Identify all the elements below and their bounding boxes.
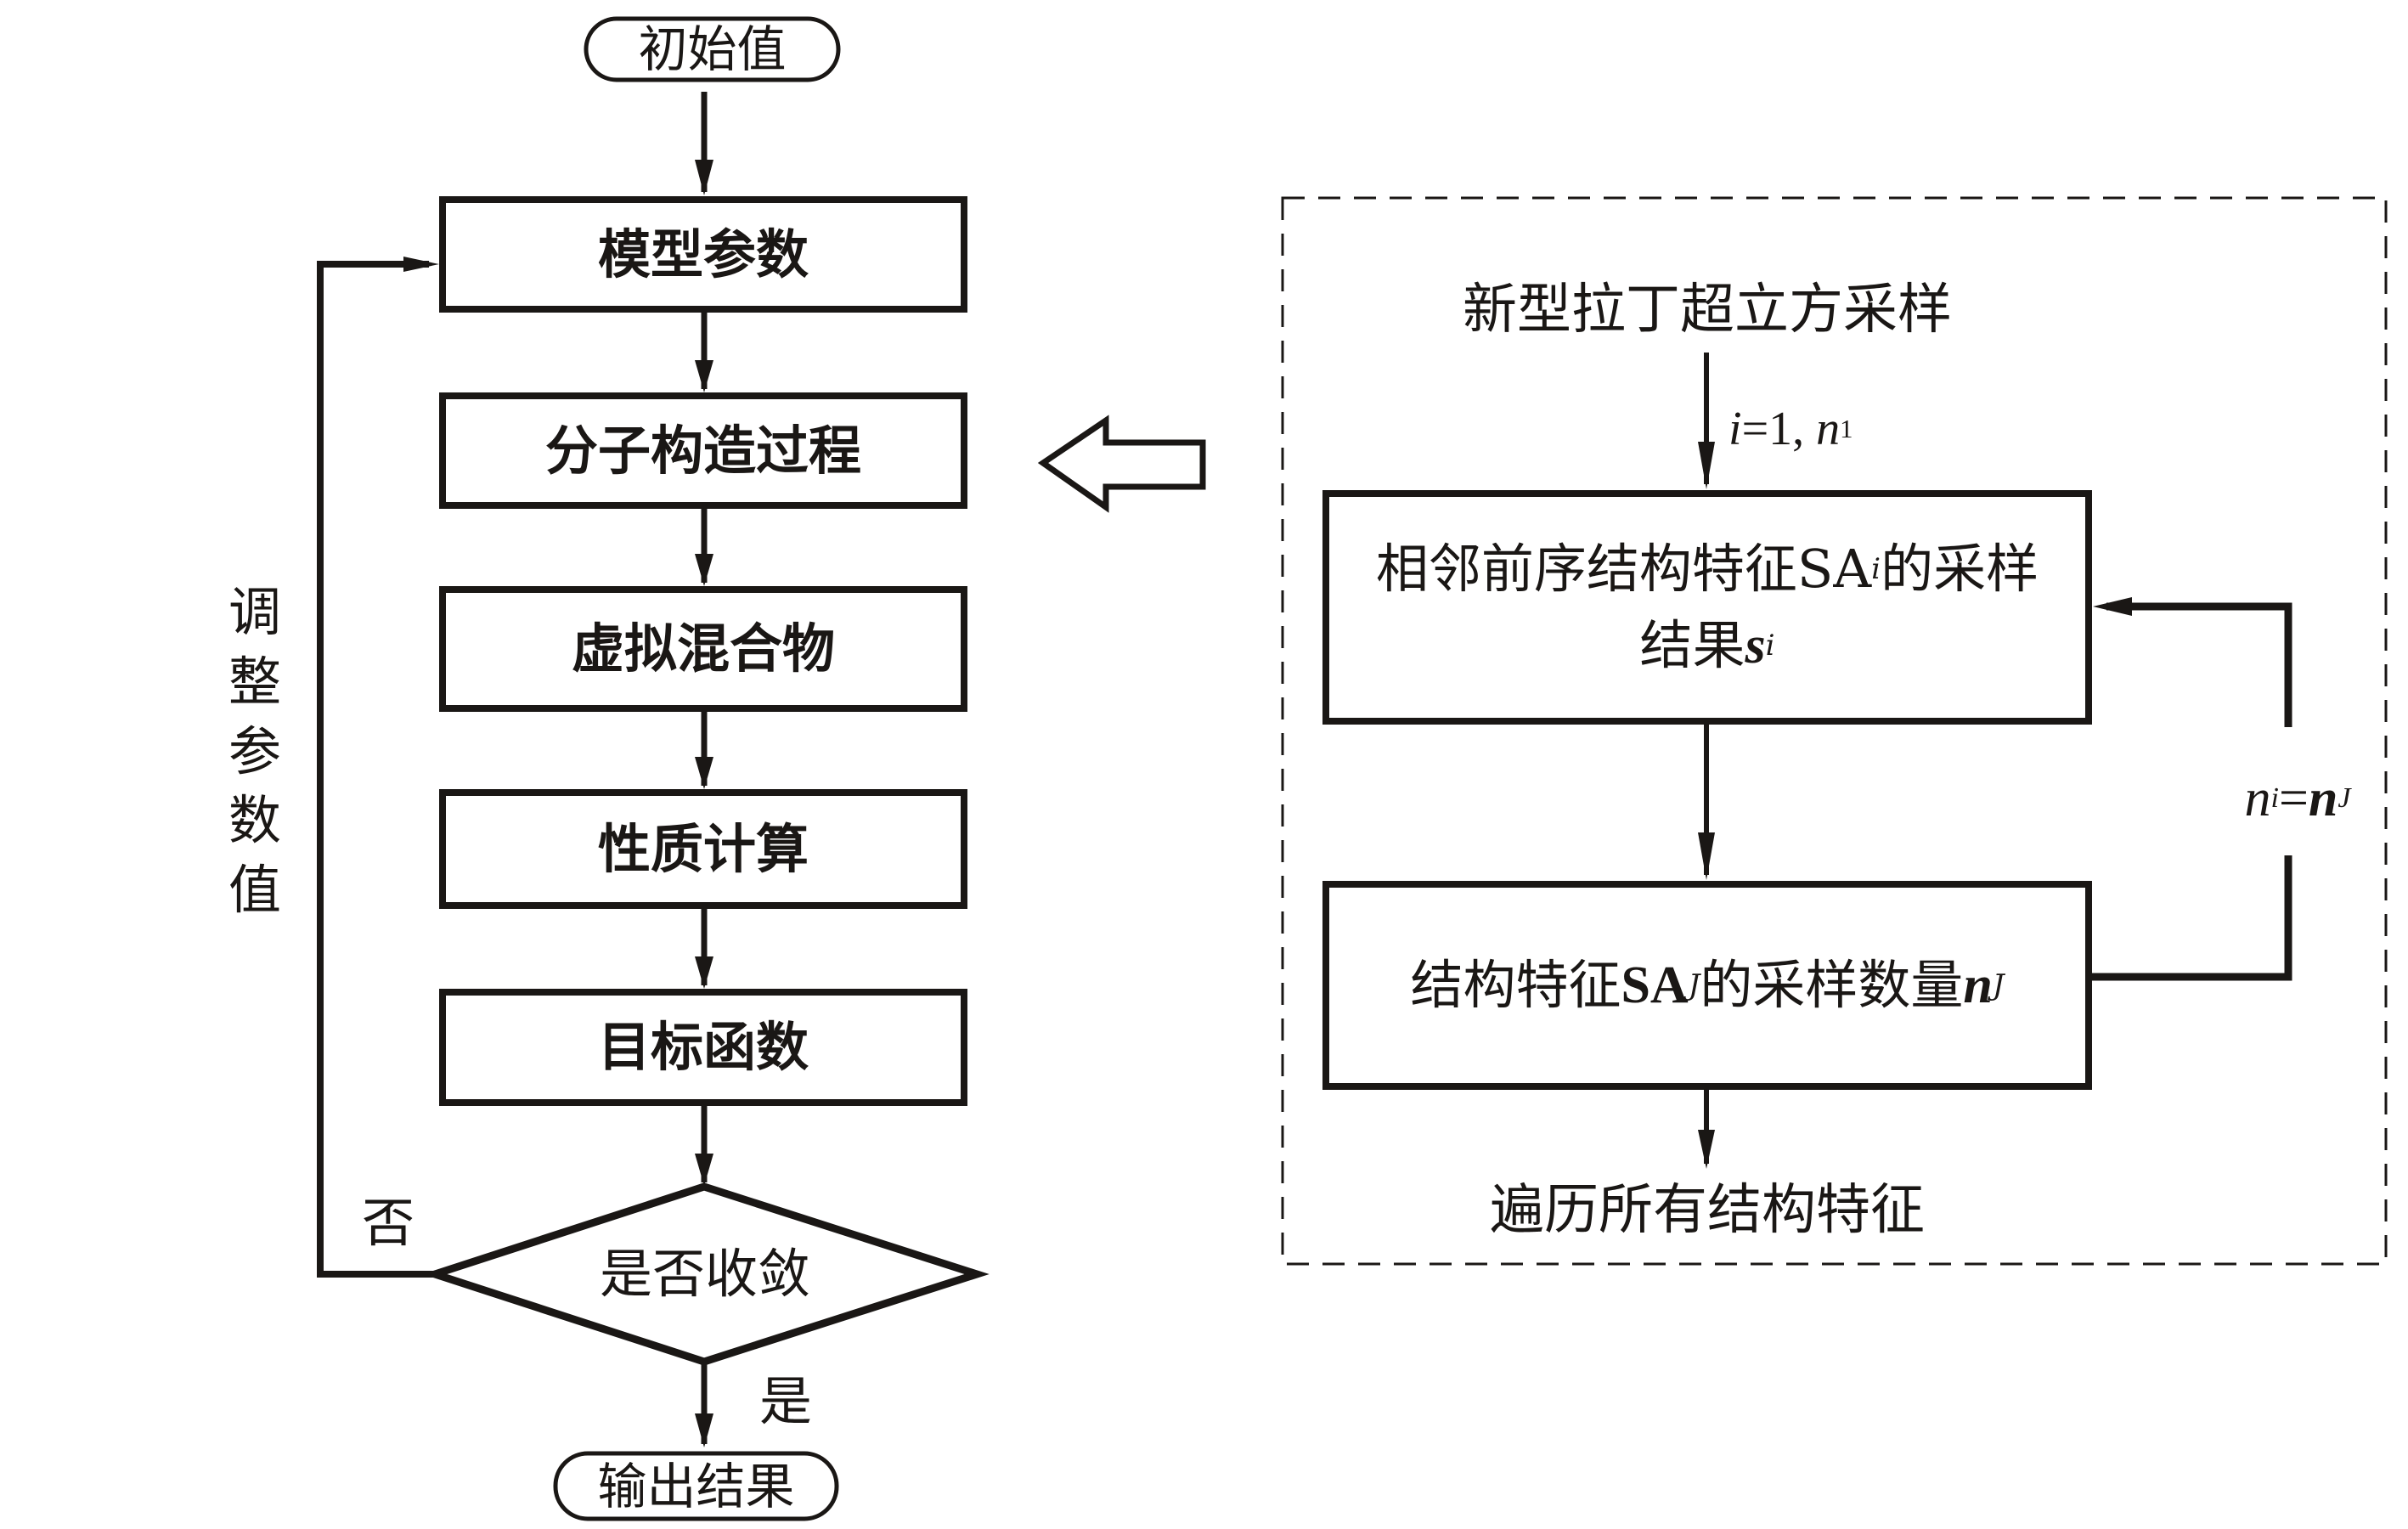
- box1-line1-suffix: 的采样: [1881, 538, 2039, 600]
- box-model-params: [439, 196, 967, 313]
- arrow-box1-box2: [695, 313, 713, 392]
- ni-var: n: [2244, 770, 2271, 827]
- sampling-panel-frame: [1281, 196, 2388, 1266]
- nj-var: n: [2308, 770, 2338, 827]
- start-label: 初始值: [638, 20, 787, 78]
- box2-sa: SA: [1621, 956, 1689, 1014]
- loop-sub-1: 1: [1840, 414, 1853, 443]
- yes-label: 是: [758, 1370, 812, 1432]
- step-label-molecular-construction: 分子构造过程: [544, 419, 861, 482]
- decision-label: 是否收敛: [599, 1243, 810, 1305]
- box1-line1-sub: i: [1871, 551, 1881, 586]
- feedback-char: 数: [228, 789, 281, 852]
- step-label-virtual-mixture: 虚拟混合物: [571, 618, 835, 680]
- box1-line2-sub: i: [1765, 628, 1775, 663]
- arrow-box5-decision: [695, 1106, 713, 1186]
- box2-var-sub: J: [1992, 968, 2005, 1002]
- step-label-objective-function: 目标函数: [597, 1016, 809, 1078]
- box-virtual-mixture: [439, 586, 967, 712]
- box-objective-function: [439, 989, 967, 1106]
- box2-var: n: [1963, 956, 1993, 1014]
- ni-eq: =: [2278, 770, 2309, 827]
- box-molecular-construction: [439, 392, 967, 509]
- ni-sub: i: [2270, 781, 2279, 814]
- decision-converged: [422, 1182, 990, 1366]
- loop-var-i: i: [1728, 403, 1742, 455]
- nj-sub: J: [2338, 781, 2351, 814]
- feedback-char: 值: [228, 859, 281, 922]
- loop-var-n: n: [1816, 403, 1841, 455]
- feedback-loop-ni-nj: [2092, 597, 2292, 981]
- end-label: 输出结果: [597, 1457, 795, 1515]
- arrow-box3-box4: [695, 712, 713, 789]
- feedback-loop-no: [317, 257, 439, 1278]
- box1-line2-var: s: [1745, 617, 1766, 674]
- end-terminal: [553, 1451, 839, 1521]
- arrow-title-to-box1: [1698, 353, 1715, 489]
- box-feature-sample-count: [1322, 881, 2092, 1090]
- feedback-label-adjust-params: 调 整 参 数 值: [217, 578, 293, 925]
- box-prior-feature-sampling: [1322, 490, 2092, 725]
- arrow-box2-box3: [695, 509, 713, 586]
- feedback-char: 调: [228, 581, 281, 643]
- arrow-decision-yes-to-output: [695, 1364, 713, 1447]
- box1-line2-prefix: 结果: [1639, 614, 1745, 676]
- no-label: 否: [361, 1192, 414, 1254]
- arrow-box4-box5: [695, 909, 713, 989]
- box-property-calculation: [439, 789, 967, 909]
- feedback-char: 整: [228, 650, 281, 713]
- box2-sa-sub: J: [1688, 968, 1700, 1002]
- loop-eq: =1,: [1741, 403, 1817, 455]
- start-terminal: [584, 16, 841, 82]
- box2-prefix: 结构特征: [1410, 954, 1621, 1016]
- feedback-char: 参: [228, 719, 281, 782]
- arrow-box1-to-box2: [1698, 725, 1715, 880]
- step-label-model-params: 模型参数: [597, 223, 809, 285]
- sampling-footer: 遍历所有结构特征: [1490, 1179, 1925, 1242]
- hollow-left-arrow: [1037, 415, 1206, 513]
- box1-line1-prefix: 相邻前序结构特征SA: [1375, 538, 1872, 600]
- box2-middle: 的采样数量: [1700, 954, 1964, 1016]
- step-label-property-calculation: 性质计算: [597, 817, 809, 880]
- arrow-box2-to-footer: [1698, 1090, 1715, 1169]
- sampling-title: 新型拉丁超立方采样: [1463, 279, 1952, 341]
- arrowhead: [695, 160, 713, 195]
